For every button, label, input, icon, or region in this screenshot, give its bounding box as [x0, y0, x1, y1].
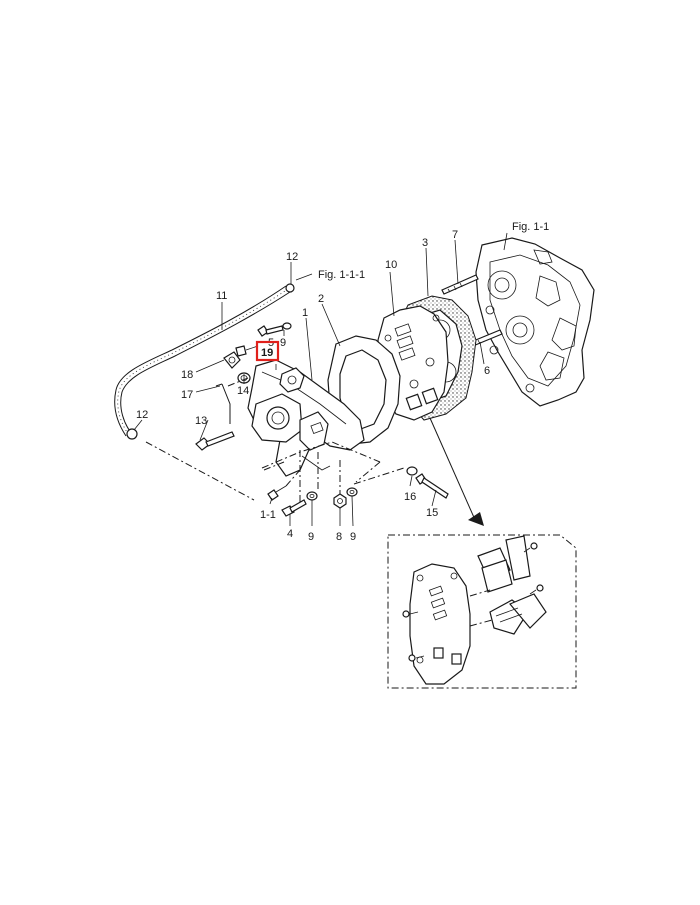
callout-9-b: 9	[350, 531, 356, 543]
callout-labels: Fig. 1-1 Fig. 1-1-1 12 11 2 1 10 3 7 6 5…	[136, 221, 549, 543]
callout-10: 10	[385, 259, 397, 271]
washer-9-a	[306, 491, 318, 501]
intake-manifold	[247, 359, 365, 477]
callout-8: 8	[336, 531, 342, 543]
callout-4: 4	[287, 528, 293, 540]
washer-9-top	[282, 322, 292, 330]
bolt-5	[257, 325, 284, 337]
washer-16	[406, 466, 418, 476]
figure-ref-main[interactable]: Fig. 1-1	[512, 221, 549, 233]
hose-clip-left	[126, 428, 138, 440]
alignment-lines	[145, 377, 405, 504]
nut-8	[333, 493, 347, 509]
callout-1-1: 1-1	[260, 509, 276, 521]
callout-12-left: 12	[136, 409, 148, 421]
bolt-13	[195, 431, 235, 451]
callout-1: 1	[302, 307, 308, 319]
callout-19-highlight-box[interactable]	[255, 340, 280, 362]
callout-7: 7	[452, 229, 458, 241]
figure-ref-sub[interactable]: Fig. 1-1-1	[318, 269, 365, 281]
crankcase-housing	[475, 237, 595, 407]
callout-19[interactable]: 19	[261, 347, 273, 359]
callout-3: 3	[422, 237, 428, 249]
inset-leader	[429, 417, 484, 526]
callout-9-a: 9	[308, 531, 314, 543]
stud-bolt	[441, 274, 479, 295]
screw-19-part	[235, 345, 259, 357]
bolt-4	[281, 499, 307, 517]
nipple-fitting	[223, 351, 241, 369]
callout-12-top: 12	[286, 251, 298, 263]
leader-lines	[133, 232, 508, 527]
callout-18: 18	[181, 369, 193, 381]
callout-11: 11	[216, 290, 227, 302]
callout-13: 13	[195, 415, 207, 427]
callout-9-top: 9	[280, 337, 286, 349]
fuel-hose	[114, 285, 291, 437]
callout-15: 15	[426, 507, 438, 519]
screw-1-1	[267, 485, 287, 501]
bolt-15	[415, 473, 449, 499]
washer-9-b	[346, 487, 358, 497]
callout-16: 16	[404, 491, 416, 503]
callout-14: 14	[237, 385, 249, 397]
callout-17: 17	[181, 389, 193, 401]
inset-detail	[387, 534, 577, 689]
hose-clip-top	[285, 283, 295, 293]
callout-6: 6	[484, 365, 490, 377]
callout-2: 2	[318, 293, 324, 305]
l-rod	[215, 383, 231, 424]
